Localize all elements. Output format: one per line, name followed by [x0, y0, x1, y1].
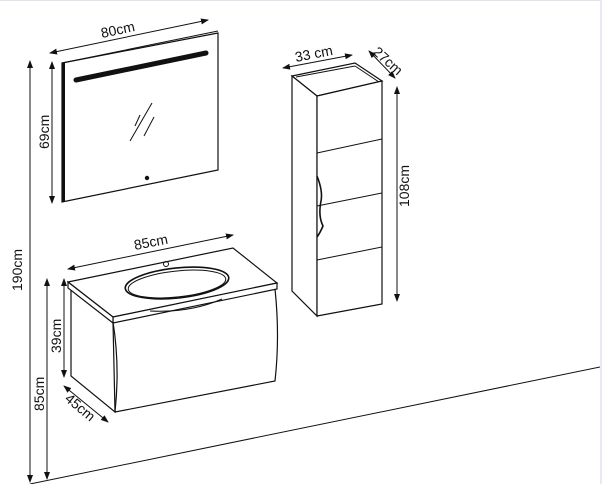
vanity-width-dimension-line	[67, 233, 234, 271]
vanity-floor-height-label: 85cm	[31, 377, 47, 411]
tall-column-cabinet	[290, 62, 384, 318]
total-height-label: 190cm	[9, 249, 25, 291]
vanity-height-label: 39cm	[48, 319, 64, 353]
vanity-depth-dimension-line	[63, 385, 109, 423]
column-width-label: 33 cm	[294, 42, 334, 65]
touch-sensor-dot	[144, 175, 150, 181]
vanity-unit	[66, 247, 279, 414]
led-mirror	[61, 30, 219, 203]
column-width-dimension-line	[282, 53, 353, 70]
mirror-width-label: 80cm	[99, 18, 136, 41]
led-light-bar	[73, 50, 209, 83]
floor-line	[29, 366, 600, 484]
vanity-depth-label: 45cm	[62, 390, 99, 424]
mirror-width-dimension-line	[49, 18, 209, 55]
vanity-width-label: 85cm	[133, 231, 170, 253]
column-depth-dimension-line	[368, 50, 396, 79]
glass-reflection-icon	[129, 102, 155, 142]
column-height-label: 108cm	[396, 165, 412, 207]
column-depth-label: 27cm	[370, 43, 406, 78]
mirror-height-label: 69cm	[36, 115, 52, 149]
column-handle	[316, 175, 324, 238]
